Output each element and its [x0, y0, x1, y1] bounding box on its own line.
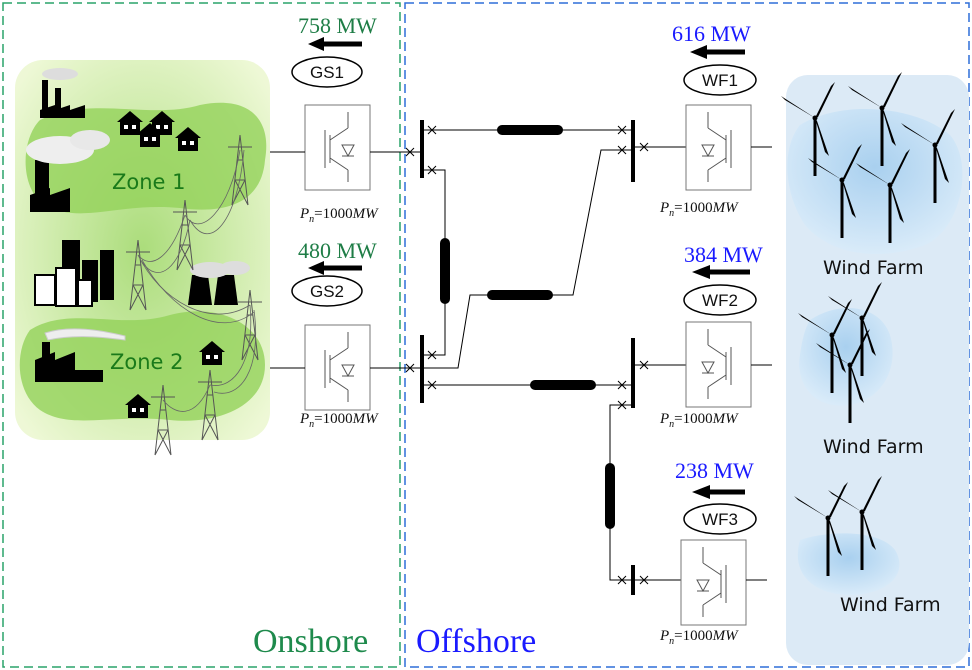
wf1-label: WF1	[702, 71, 738, 90]
zone2-label: Zone 2	[110, 350, 184, 374]
svg-text:Pn=1000MW: Pn=1000MW	[659, 200, 739, 219]
converter-rating-wf3: Pn=1000MW	[659, 628, 739, 647]
wf3-power-flow: 238 MW	[675, 458, 754, 483]
wind-farm-3-water	[797, 533, 900, 595]
offshore-label: Offshore	[416, 623, 536, 660]
svg-text:Pn=1000MW: Pn=1000MW	[299, 411, 379, 430]
wind-farm-2-water	[799, 308, 893, 406]
dc-grid	[370, 120, 686, 595]
gs2-tag	[291, 275, 363, 307]
arrow-left-icon	[308, 37, 362, 51]
converter-rating-gs2: Pn=1000MW	[299, 411, 379, 430]
gs1-tag	[291, 56, 363, 88]
wf1-power-flow: 616 MW	[672, 21, 751, 46]
factory-icon	[26, 130, 110, 212]
converter-icon	[304, 104, 371, 191]
svg-text:Pn=1000MW: Pn=1000MW	[659, 411, 739, 430]
converter-rating-gs1: Pn=1000MW	[299, 206, 379, 225]
converter-rating-wf1: Pn=1000MW	[659, 200, 739, 219]
wf2-power-flow: 384 MW	[684, 242, 763, 267]
wind-farm-1-label: Wind Farm	[823, 257, 924, 279]
converter-icon	[304, 324, 371, 411]
zone2-area	[19, 311, 266, 421]
svg-text:Pn=1000MW: Pn=1000MW	[659, 628, 739, 647]
arrow-left-icon	[308, 261, 362, 275]
cooling-tower-icon	[188, 261, 250, 305]
gs2-label: GS2	[310, 282, 344, 301]
converter-icon	[685, 104, 752, 191]
converter-icon	[685, 321, 752, 408]
converter-icon	[680, 539, 747, 626]
wf3-tag	[683, 503, 757, 535]
gs1-power-flow: 758 MW	[298, 13, 377, 38]
wind-farm-1-water	[787, 108, 963, 255]
wf2-tag	[683, 284, 757, 316]
arrow-left-icon	[690, 45, 745, 59]
factory-icon	[35, 328, 126, 382]
gs2-power-flow: 480 MW	[298, 238, 377, 263]
zone1-label: Zone 1	[112, 170, 186, 194]
wind-farm-2-label: Wind Farm	[823, 436, 924, 458]
converter-rating-wf2: Pn=1000MW	[659, 411, 739, 430]
arrow-left-icon	[692, 265, 750, 279]
onshore-region	[2, 2, 401, 668]
arrow-left-icon	[692, 485, 745, 499]
wf1-tag	[683, 64, 757, 96]
onshore-label: Onshore	[253, 623, 368, 660]
factory-icon	[40, 68, 85, 118]
city-buildings-icon	[34, 240, 114, 307]
wind-farm-3-label: Wind Farm	[840, 594, 941, 616]
wf2-label: WF2	[702, 291, 738, 310]
transmission-lines	[137, 149, 257, 412]
svg-text:Pn=1000MW: Pn=1000MW	[299, 206, 379, 225]
gs1-label: GS1	[310, 63, 344, 82]
wf3-label: WF3	[702, 510, 738, 529]
